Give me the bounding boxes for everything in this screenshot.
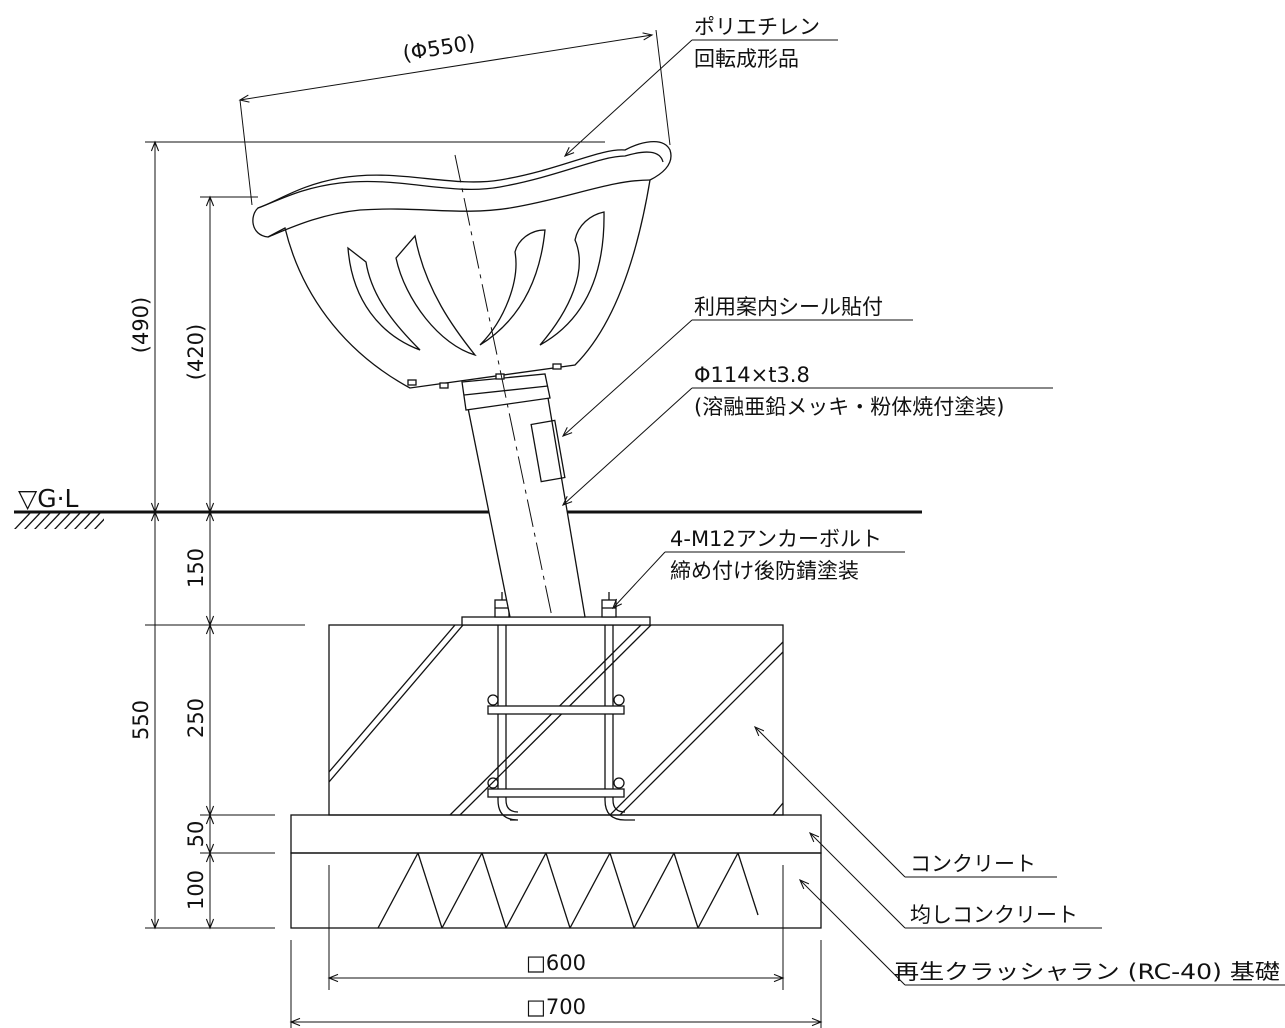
crusher-run-hatch — [377, 853, 759, 928]
ground-hatch — [14, 513, 104, 529]
label-leveling: 均しコンクリート — [910, 903, 1078, 927]
label-anchor-line1: 4-M12アンカーボルト — [670, 527, 882, 551]
label-anchor-line2: 締め付け後防錆塗装 — [670, 559, 859, 583]
base-plate — [461, 616, 651, 626]
dim-250-text: 250 — [184, 698, 208, 738]
dim-sq700-text: □700 — [526, 995, 586, 1019]
bowl-slot — [395, 234, 477, 357]
support-pipe — [467, 397, 586, 618]
label-concrete: コンクリート — [910, 852, 1036, 876]
planter-bowl — [252, 141, 672, 389]
leader-anchor — [612, 551, 666, 610]
bowl-slot — [479, 229, 546, 346]
leader-leveling — [808, 831, 906, 929]
dim-550-text: 550 — [129, 700, 153, 740]
label-pipe-line2: (溶融亜鉛メッキ・粉体焼付塗装) — [694, 395, 1004, 419]
dim-100-text: 100 — [184, 870, 208, 910]
dim-150-text: 150 — [184, 548, 208, 588]
planter-rim — [257, 151, 664, 209]
leveling-concrete — [290, 814, 822, 854]
dim-420-text: (420) — [184, 324, 208, 380]
sticker — [530, 419, 566, 483]
leader-bowl — [563, 39, 693, 157]
planter-rim-inner — [267, 179, 651, 238]
dim-bowl-diameter — [238, 32, 654, 103]
bowl-slot — [347, 246, 421, 351]
dim-50-text: 50 — [184, 821, 208, 848]
leader-crusher — [798, 878, 906, 986]
leader-sticker — [561, 319, 693, 437]
center-line — [454, 154, 553, 618]
pipe-cap-band — [461, 373, 551, 411]
dim-sq600-text: □600 — [526, 951, 586, 975]
concrete-hatch — [329, 625, 783, 815]
leader-concrete — [753, 725, 906, 878]
label-crusher: 再生クラッシャラン (RC-40) 基礎 — [894, 960, 1280, 984]
label-bowl-line2: 回転成形品 — [694, 47, 799, 71]
bowl-slot — [539, 211, 605, 346]
label-sticker: 利用案内シール貼付 — [694, 295, 883, 319]
anchor-frame-lower — [487, 788, 625, 798]
label-bowl-line1: ポリエチレン — [694, 15, 820, 39]
ground-level-label: ▽G·L — [18, 484, 79, 513]
label-pipe-line1: Φ114×t3.8 — [694, 363, 810, 387]
leader-pipe — [561, 387, 693, 506]
dim-490-text: (490) — [129, 297, 153, 353]
dim-bowl-diameter-text: (Φ550) — [401, 31, 477, 66]
anchor-frame-upper — [487, 705, 625, 715]
